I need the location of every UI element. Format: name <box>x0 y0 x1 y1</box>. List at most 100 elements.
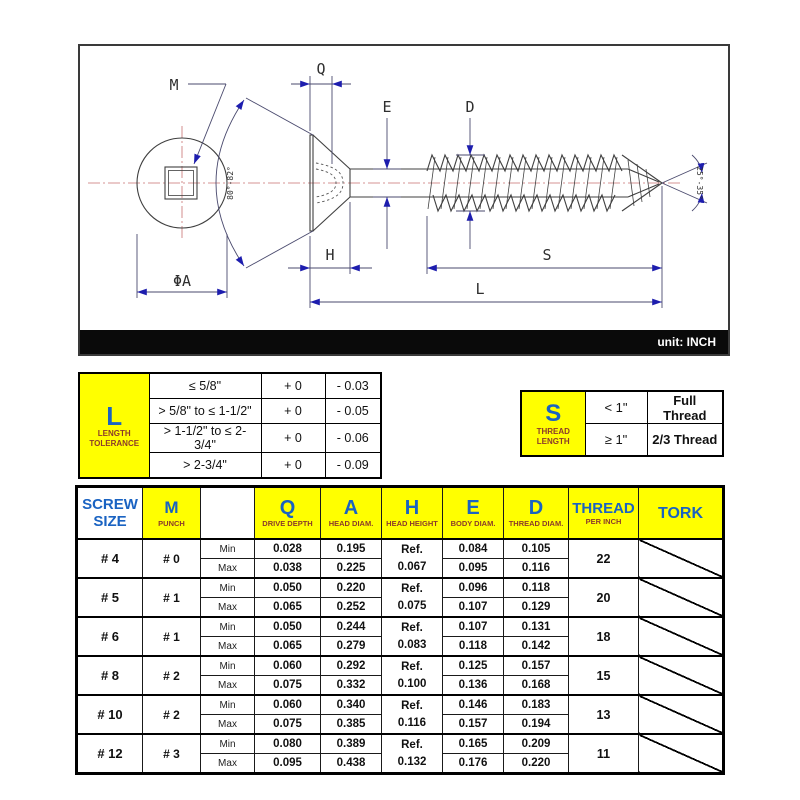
threads-per-inch: 11 <box>568 733 639 774</box>
length-tolerance-table: L LENGTH TOLERANCE ≤ 5/8" + 0 - 0.03 > 5… <box>78 372 382 479</box>
e-min: 0.096 <box>442 577 504 598</box>
h-ref: Ref. <box>401 582 423 595</box>
d-min: 0.183 <box>503 694 569 715</box>
dim-phi-a: ΦA <box>136 234 228 298</box>
dim-label-head-angle: 80°-82° <box>226 166 235 200</box>
max-label: Max <box>200 753 255 774</box>
h-value: 0.100 <box>397 677 427 690</box>
dim-label-h: H <box>325 246 334 264</box>
l-plus: + 0 <box>260 452 326 479</box>
h-ref: Ref. <box>401 543 423 556</box>
dim-e: E <box>373 98 401 249</box>
punch-size: # 1 <box>142 616 201 657</box>
l-range: > 5/8" to ≤ 1-1/2" <box>148 398 262 424</box>
s-title-line2: LENGTH <box>536 436 570 446</box>
a-min: 0.244 <box>320 616 382 637</box>
e-max: 0.176 <box>442 753 504 774</box>
punch-size: # 2 <box>142 655 201 696</box>
table-row: # 4 # 0 Min 0.028 0.195 Ref. 0.067 0.084… <box>76 538 724 579</box>
l-plus: + 0 <box>260 372 326 399</box>
threads-per-inch: 22 <box>568 538 639 579</box>
l-plus: + 0 <box>260 423 326 453</box>
l-title-line2: TOLERANCE <box>89 438 140 448</box>
technical-drawing-panel: M ΦA <box>78 44 730 356</box>
header-a: A <box>343 497 359 519</box>
screw-size: # 6 <box>76 616 143 657</box>
d-min: 0.157 <box>503 655 569 676</box>
l-range: > 2-3/4" <box>148 452 262 479</box>
table-row: ≥ 1" 2/3 Thread <box>521 423 724 457</box>
a-min: 0.195 <box>320 538 382 559</box>
table-row: > 2-3/4" + 0 - 0.09 <box>79 452 382 479</box>
l-plus: + 0 <box>260 398 326 424</box>
dim-l: L <box>310 280 662 306</box>
punch-size: # 1 <box>142 577 201 618</box>
a-max: 0.225 <box>320 558 382 579</box>
col-header-h: H HEAD HEIGHT <box>381 486 443 540</box>
dim-head-angle: 80°-82° <box>215 97 314 269</box>
header-d: D <box>528 497 544 519</box>
q-min: 0.050 <box>254 577 321 598</box>
s-symbol-cell: S THREAD LENGTH <box>520 390 586 457</box>
header-screw-line1: SCREW <box>82 496 138 513</box>
d-max: 0.194 <box>503 714 569 735</box>
a-max: 0.252 <box>320 597 382 618</box>
e-min: 0.146 <box>442 694 504 715</box>
h-cell: Ref. 0.083 <box>381 616 443 657</box>
unit-label: unit: INCH <box>657 335 716 349</box>
min-label: Min <box>200 694 255 715</box>
h-value: 0.075 <box>397 599 427 612</box>
screw-size: # 10 <box>76 694 143 735</box>
l-minus: - 0.03 <box>324 372 382 399</box>
thread-length-table: S THREAD LENGTH < 1" Full Thread ≥ 1" 2/… <box>520 390 724 457</box>
table-row: # 5 # 1 Min 0.050 0.220 Ref. 0.075 0.096… <box>76 577 724 618</box>
col-header-screw-size: SCREW SIZE <box>76 486 143 540</box>
col-header-a: A HEAD DIAM. <box>320 486 382 540</box>
d-min: 0.105 <box>503 538 569 559</box>
q-max: 0.075 <box>254 675 321 696</box>
header-e-sub: BODY DIAM. <box>450 519 496 528</box>
a-max: 0.385 <box>320 714 382 735</box>
q-max: 0.065 <box>254 636 321 657</box>
dim-tip-angle: 25°-35° <box>661 154 708 212</box>
q-min: 0.060 <box>254 655 321 676</box>
h-ref: Ref. <box>401 699 423 712</box>
dim-q: Q <box>291 60 351 164</box>
head-top-view <box>136 137 228 229</box>
min-label: Min <box>200 577 255 598</box>
e-min: 0.107 <box>442 616 504 637</box>
d-min: 0.131 <box>503 616 569 637</box>
screw-spec-table: SCREW SIZE M PUNCH Q DRIVE DEPTH A HEAD … <box>75 485 725 775</box>
header-e: E <box>466 497 480 519</box>
e-min: 0.165 <box>442 733 504 754</box>
max-label: Max <box>200 714 255 735</box>
h-value: 0.083 <box>397 638 427 651</box>
max-label: Max <box>200 597 255 618</box>
l-symbol-cell: L LENGTH TOLERANCE <box>78 372 150 479</box>
header-h: H <box>404 497 420 519</box>
a-min: 0.340 <box>320 694 382 715</box>
l-range: > 1-1/2" to ≤ 2-3/4" <box>148 423 262 453</box>
tork-cell <box>638 694 724 735</box>
unit-bar: unit: INCH <box>80 330 728 354</box>
tork-cell <box>638 538 724 579</box>
screw-size: # 5 <box>76 577 143 618</box>
tork-cell <box>638 616 724 657</box>
min-label: Min <box>200 733 255 754</box>
l-minus: - 0.05 <box>324 398 382 424</box>
screw-technical-drawing: M ΦA <box>88 60 708 308</box>
dim-s: S <box>426 186 663 308</box>
h-cell: Ref. 0.067 <box>381 538 443 579</box>
col-header-e: E BODY DIAM. <box>442 486 504 540</box>
threads-per-inch: 15 <box>568 655 639 696</box>
tork-cell <box>638 655 724 696</box>
q-max: 0.075 <box>254 714 321 735</box>
col-header-q: Q DRIVE DEPTH <box>254 486 321 540</box>
threads-per-inch: 13 <box>568 694 639 735</box>
l-minus: - 0.06 <box>324 423 382 453</box>
min-label: Min <box>200 616 255 637</box>
dim-h: H <box>288 202 372 308</box>
table-row: Max 0.065 0.279 0.118 0.142 <box>77 636 724 657</box>
punch-size: # 3 <box>142 733 201 774</box>
